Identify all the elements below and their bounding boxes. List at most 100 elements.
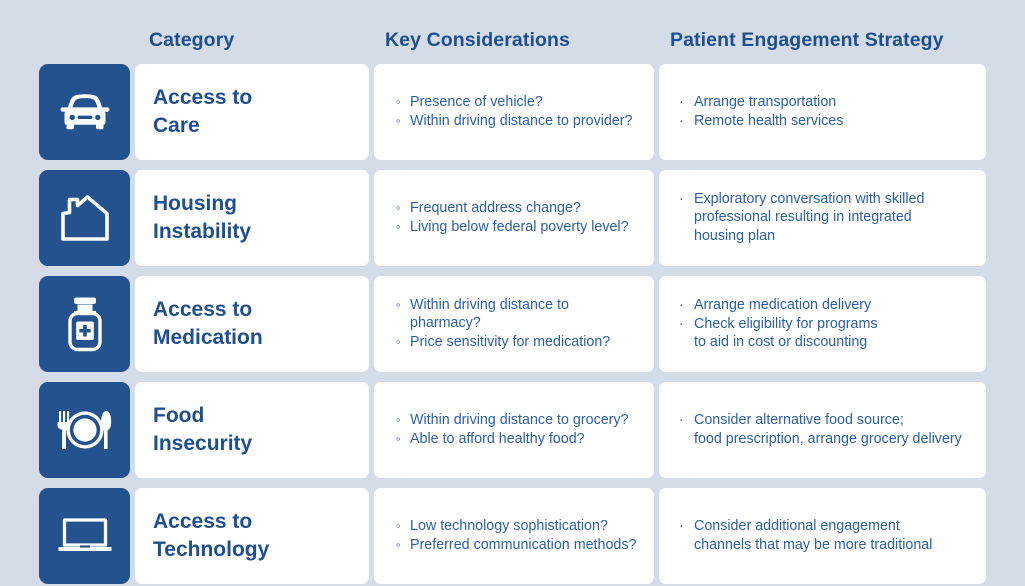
- filled-bullet-icon: ·: [679, 518, 684, 535]
- strategy-item-line: Remote health services: [694, 113, 844, 129]
- hollow-bullet-icon: ◦: [396, 113, 401, 128]
- category-label: Access to Medication: [153, 296, 353, 352]
- strategy-item-line: Arrange medication delivery: [694, 296, 872, 313]
- filled-bullet-icon: ·: [679, 93, 684, 110]
- category-card[interactable]: Access to Care: [135, 64, 369, 160]
- category-label-line: Access to: [153, 510, 253, 533]
- laptop-icon-glyph: [58, 518, 111, 551]
- house-icon: [59, 194, 111, 242]
- hollow-bullet-icon: ◦: [396, 334, 401, 350]
- strategy-item-line: to aid in cost or discounting: [694, 334, 868, 351]
- key-consideration-text: Able to afford healthy food?: [410, 431, 585, 447]
- category-label-line: Access to: [153, 298, 253, 321]
- key-consideration-text: Presence of vehicle?: [410, 93, 543, 110]
- hollow-bullet-icon: ◦: [396, 517, 401, 533]
- category-card[interactable]: Access to Technology: [135, 488, 369, 584]
- hollow-bullet-icon: ◦: [396, 537, 401, 552]
- car-icon: [57, 92, 113, 132]
- strategy-item-line: Consider additional engagement: [694, 518, 900, 535]
- category-label-line: Insecurity: [153, 432, 253, 455]
- strategy-list: · Arrange medication delivery · Check eligi…: [677, 296, 974, 353]
- column-header-row: Category Key Considerations Patient Enga…: [0, 0, 1025, 64]
- filled-bullet-icon: ·: [679, 315, 684, 332]
- key-considerations-list: ◦Within driving distance to pharmacy?◦Pr…: [394, 296, 640, 353]
- key-consideration-item: ◦ Living below federal poverty level?: [394, 218, 640, 237]
- strategy-item: ·Arrange transportation: [677, 93, 974, 112]
- hollow-bullet-icon: ◦: [396, 219, 401, 234]
- category-label: Access to Technology: [153, 508, 353, 564]
- strategy-item-line: channels that may be more traditional: [694, 536, 933, 553]
- key-considerations-card[interactable]: ◦Within driving distance to pharmacy?◦Pr…: [374, 276, 654, 372]
- hollow-bullet-icon: ◦: [396, 93, 401, 109]
- key-considerations-card[interactable]: ◦ Frequent address change? ◦ Living below f…: [374, 170, 654, 266]
- strategy-list: ·Arrange transportation·Remote health se…: [677, 93, 974, 131]
- plate-utensils-icon-glyph: [57, 411, 111, 449]
- car-icon-glyph: [60, 94, 109, 130]
- key-considerations-card[interactable]: ◦Within driving distance to grocery?◦Abl…: [374, 382, 654, 478]
- key-consideration-text: Within driving distance to provider?: [410, 113, 633, 129]
- category-label-line: Care: [153, 114, 200, 137]
- key-considerations-list: ◦ Presence of vehicle? ◦ Within driving dis…: [394, 93, 640, 131]
- house-icon-glyph: [60, 195, 109, 241]
- car-icon-tile[interactable]: [39, 64, 130, 160]
- strategy-item-line: food prescription, arrange grocery deliv…: [694, 430, 962, 447]
- key-consideration-item: ◦Low technology sophistication?: [394, 517, 640, 536]
- key-consideration-text: Living below federal poverty level?: [410, 219, 629, 235]
- strategy-item: ·Remote health services: [677, 112, 974, 131]
- strategy-item-line: Exploratory conversation with skilled: [694, 190, 925, 207]
- category-label-line: Medication: [153, 326, 263, 349]
- key-considerations-card[interactable]: ◦Low technology sophistication?◦ Preferre…: [374, 488, 654, 584]
- key-considerations-list: ◦ Frequent address change? ◦ Living below f…: [394, 199, 640, 237]
- key-considerations-list: ◦Low technology sophistication?◦ Preferre…: [394, 517, 640, 555]
- hollow-bullet-icon: ◦: [396, 411, 401, 427]
- key-consideration-item: ◦ Able to afford healthy food?: [394, 430, 640, 449]
- plate-utensils-icon-tile[interactable]: [39, 382, 130, 478]
- column-header-patient-engagement-strategy: Patient Engagement Strategy: [670, 29, 944, 51]
- medicine-bottle-icon-tile[interactable]: [39, 276, 130, 372]
- hollow-bullet-icon: ◦: [396, 199, 401, 215]
- key-consideration-item: ◦ Preferred communication methods?: [394, 536, 640, 555]
- medicine-bottle-icon: [63, 296, 107, 352]
- patient-engagement-strategy-card[interactable]: ·Arrange transportation·Remote health se…: [659, 64, 986, 160]
- category-label-line: Food: [153, 404, 205, 427]
- key-consideration-item: ◦ Within driving distance to provider?: [394, 112, 640, 131]
- key-consideration-text: Preferred communication methods?: [410, 537, 637, 553]
- laptop-icon: [57, 516, 113, 556]
- category-label-line: Housing: [153, 192, 237, 215]
- laptop-icon-tile[interactable]: [39, 488, 130, 584]
- strategy-item: · Check eligibility for programs to aid in…: [677, 315, 974, 352]
- category-label-line: Access to: [153, 86, 253, 109]
- filled-bullet-icon: ·: [679, 296, 684, 313]
- hollow-bullet-icon: ◦: [396, 431, 401, 446]
- category-label-line: Technology: [153, 538, 270, 561]
- category-card[interactable]: Access to Medication: [135, 276, 369, 372]
- house-icon-tile[interactable]: [39, 170, 130, 266]
- strategy-list: ·Consider alternative food source;food p…: [677, 411, 974, 449]
- key-consideration-text: Frequent address change?: [410, 199, 581, 216]
- matrix-row: Access to Technology ◦Low technology sophi…: [0, 488, 1025, 584]
- key-consideration-item: ◦ Presence of vehicle?: [394, 93, 640, 112]
- key-considerations-card[interactable]: ◦ Presence of vehicle? ◦ Within driving dis…: [374, 64, 654, 160]
- strategy-item-line: Check eligibility for programs: [694, 315, 878, 332]
- column-header-key-considerations: Key Considerations: [385, 29, 570, 51]
- category-label: Access to Care: [153, 84, 353, 140]
- column-header-category: Category: [149, 29, 235, 51]
- patient-engagement-strategy-card[interactable]: ·Consider alternative food source;food p…: [659, 382, 986, 478]
- patient-engagement-strategy-card[interactable]: · Arrange medication delivery · Check eligi…: [659, 276, 986, 372]
- key-consideration-item: ◦Within driving distance to pharmacy?: [394, 296, 640, 333]
- medicine-bottle-icon-glyph: [67, 297, 102, 352]
- strategy-item-line: Consider alternative food source;: [694, 412, 904, 429]
